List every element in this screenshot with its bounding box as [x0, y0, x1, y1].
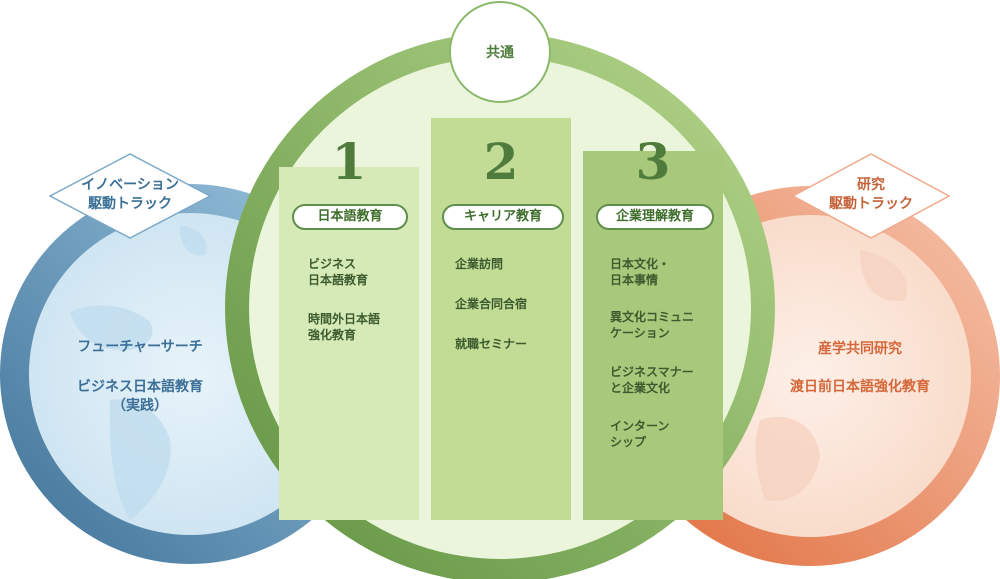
- column-3-item-1-line-2: 日本事情: [610, 273, 659, 287]
- column-1-item-2-line-1: 時間外日本語: [308, 312, 381, 326]
- column-3-item-2-line-2: ケーション: [610, 326, 670, 340]
- column-3-item-3-line-2: と企業文化: [610, 381, 671, 395]
- left-track-label: イノベーション 駆動トラック: [70, 176, 190, 214]
- left-track-line-2: 駆動トラック: [88, 196, 172, 212]
- column-3-item-1: 日本文化・ 日本事情: [610, 256, 670, 288]
- right-item-joint-research: 産学共同研究: [818, 341, 902, 357]
- column-2-item-1: 企業訪問: [455, 257, 504, 271]
- common-badge: [449, 1, 551, 103]
- left-diamond: [48, 153, 212, 239]
- column-3-item-3: ビジネスマナー と企業文化: [610, 364, 694, 396]
- right-diamond: [791, 153, 951, 239]
- column-3-item-4: インターン シップ: [610, 418, 669, 450]
- column-1-number: 1: [331, 132, 367, 191]
- column-1-item-1-line-2: 日本語教育: [308, 273, 369, 287]
- column-1-title: 日本語教育: [292, 204, 408, 230]
- column-3-item-2: 異文化コミュニ ケーション: [610, 309, 694, 341]
- column-2-title: キャリア教育: [442, 204, 564, 230]
- left-track-line-1: イノベーション: [81, 177, 179, 193]
- right-item-pre-arrival-japanese: 渡日前日本語強化教育: [790, 379, 930, 395]
- column-3-item-4-line-2: シップ: [610, 435, 647, 449]
- column-3-item-1-line-1: 日本文化・: [610, 257, 671, 271]
- left-item-practice: （実践）: [112, 398, 168, 414]
- column-1-item-2-line-2: 強化教育: [308, 328, 357, 342]
- left-item-business-japanese: ビジネス日本語教育: [77, 379, 203, 395]
- column-3-number: 3: [635, 132, 671, 191]
- right-track-line-1: 研究: [857, 177, 885, 193]
- column-2-item-3: 就職セミナー: [455, 337, 528, 351]
- column-3-item-4-line-1: インターン: [610, 419, 670, 433]
- right-track-label: 研究 駆動トラック: [811, 176, 931, 214]
- column-3-title: 企業理解教育: [596, 204, 714, 230]
- column-1-item-1-line-1: ビジネス: [308, 257, 357, 271]
- right-track-line-2: 駆動トラック: [829, 196, 913, 212]
- column-1-item-1: ビジネス 日本語教育: [308, 256, 368, 288]
- left-item-future-search: フューチャーサーチ: [77, 339, 203, 355]
- column-2-number: 2: [483, 132, 519, 191]
- column-1-item-2: 時間外日本語 強化教育: [308, 311, 380, 343]
- common-label: 共通: [486, 45, 514, 61]
- column-2-bg: [431, 118, 571, 520]
- column-3-item-3-line-1: ビジネスマナー: [610, 365, 694, 379]
- column-2-item-2: 企業合同合宿: [455, 297, 528, 311]
- column-3-item-2-line-1: 異文化コミュニ: [610, 310, 695, 324]
